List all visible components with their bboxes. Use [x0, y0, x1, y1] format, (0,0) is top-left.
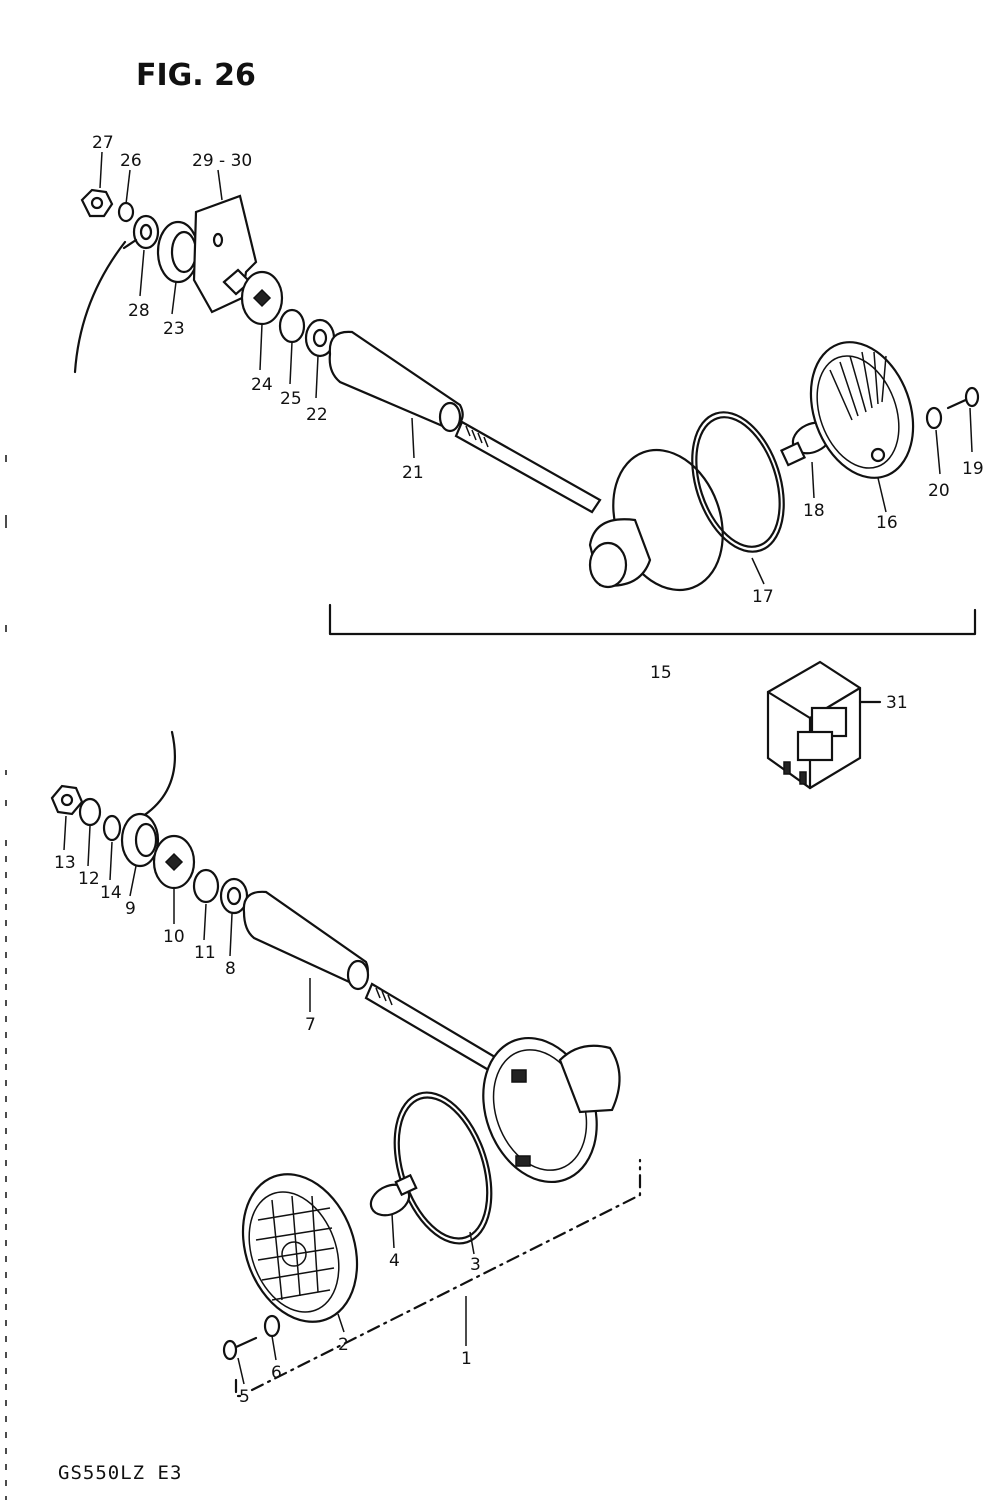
turn-signal-relay-31 [766, 660, 882, 790]
upper-turn-signal-assembly [73, 188, 980, 636]
callout-10: 10 [163, 927, 185, 947]
model-code: GS550LZ E3 [58, 1462, 183, 1484]
callout-2: 2 [338, 1335, 349, 1355]
callout-24: 24 [251, 375, 273, 395]
stem-7 [242, 890, 370, 991]
screw-19 [946, 386, 980, 410]
nut-8 [219, 877, 249, 915]
lower-wire [138, 730, 176, 820]
o-ring-17 [691, 411, 785, 553]
nut-22 [304, 318, 336, 358]
callout-6: 6 [271, 1363, 282, 1383]
callout-15: 15 [650, 663, 672, 683]
callout-5: 5 [239, 1387, 250, 1407]
assembly-bracket-1 [234, 1158, 642, 1398]
assembly-bracket-15 [328, 603, 977, 636]
lens-16 [809, 341, 915, 479]
screw-5 [222, 1336, 258, 1361]
washer-12 [78, 797, 102, 827]
lock-washer-14 [102, 814, 122, 842]
nut-27 [80, 188, 114, 218]
callout-29-30: 29 - 30 [192, 151, 252, 171]
callout-3: 3 [470, 1255, 481, 1275]
callout-8: 8 [225, 959, 236, 979]
callout-11: 11 [194, 943, 216, 963]
bulb-18 [780, 421, 833, 467]
callout-16: 16 [876, 513, 898, 533]
callout-26: 26 [120, 151, 142, 171]
bushing-23 [156, 220, 200, 284]
bulb-4 [369, 1173, 418, 1217]
housing-lower [482, 1036, 621, 1184]
washer-20 [925, 406, 943, 430]
callout-23: 23 [163, 319, 185, 339]
lock-washer-26 [117, 201, 135, 223]
nut-13 [50, 784, 84, 816]
washer-25 [278, 308, 306, 344]
callout-22: 22 [306, 405, 328, 425]
callout-7: 7 [305, 1015, 316, 1035]
spacer-24 [240, 270, 284, 326]
terminal-28 [122, 214, 160, 250]
callout-19: 19 [962, 459, 984, 479]
figure-title: FIG. 26 [136, 58, 256, 93]
callout-1: 1 [461, 1349, 472, 1369]
callout-12: 12 [78, 869, 100, 889]
washer-6 [263, 1314, 281, 1338]
callout-28: 28 [128, 301, 150, 321]
callout-20: 20 [928, 481, 950, 501]
lower-turn-signal-assembly [50, 730, 642, 1398]
upper-wire [73, 240, 127, 374]
callout-31: 31 [886, 693, 908, 713]
callout-9: 9 [125, 899, 136, 919]
callout-17: 17 [752, 587, 774, 607]
callout-27: 27 [92, 133, 114, 153]
threaded-rod-lower [364, 982, 502, 1074]
leader-lines [63, 151, 973, 1385]
spacer-10 [152, 834, 196, 890]
callout-4: 4 [389, 1251, 400, 1271]
callout-13: 13 [54, 853, 76, 873]
stem-21 [328, 330, 464, 433]
callout-25: 25 [280, 389, 302, 409]
threaded-rod-upper [454, 420, 602, 514]
housing-upper [588, 448, 724, 592]
washer-11 [192, 868, 220, 904]
bushing-9 [120, 812, 160, 868]
callout-18: 18 [803, 501, 825, 521]
callout-21: 21 [402, 463, 424, 483]
lens-2 [241, 1173, 359, 1323]
callout-14: 14 [100, 883, 122, 903]
callout-labels: 27 26 29 - 30 28 23 24 25 22 21 18 16 20… [54, 133, 984, 1407]
